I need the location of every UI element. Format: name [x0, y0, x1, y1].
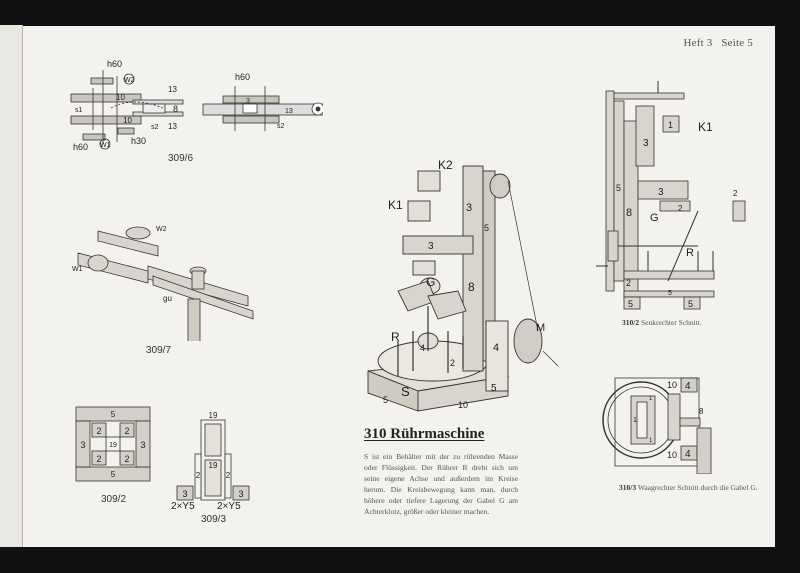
label-k1: K1	[698, 120, 713, 134]
figure-309-3-label: 309/3	[201, 514, 227, 525]
figure-310-2-drawing: 3 1 K1 5 3 8 G 2 2 R 2 5 5 5	[596, 81, 746, 310]
label-h30: h30	[131, 136, 146, 146]
label-13-top: 13	[168, 85, 177, 94]
label-2-tl: 2	[96, 426, 101, 436]
label-1: 1	[668, 120, 673, 130]
figure-310-3-number: 310/3	[619, 483, 637, 492]
label-4-top: 4	[685, 381, 691, 392]
label-5-right: 5	[688, 299, 693, 309]
label-2-br: 2	[124, 454, 129, 464]
label-10-bottom: 10	[123, 116, 132, 125]
label-1-bottom: 1	[649, 438, 653, 444]
book-page: Heft 3 Seite 5	[23, 26, 775, 547]
label-2xy5-right: 2×Y5	[217, 501, 241, 512]
label-w1: W1	[72, 266, 83, 273]
figure-309-6-drawing: h60 W2 13 10 s1 8 10 s2 13 h60 W1 h30 h6…	[70, 59, 323, 152]
figure-310-drawing: K2 K1 3 3 5 G 8 R 4 2 S M 4 5 10 5	[367, 158, 558, 412]
figure-309-7-drawing: W2 W1 gu	[72, 226, 254, 341]
label-5-side: 5	[616, 183, 621, 193]
label-s2: s2	[151, 124, 159, 131]
label-5-plate: 5	[668, 290, 672, 297]
label-13-right: 13	[285, 108, 293, 115]
label-13-bottom: 13	[168, 122, 177, 131]
label-s: S	[401, 384, 410, 399]
label-5-right: 5	[491, 383, 497, 394]
label-4: 4	[420, 343, 425, 353]
label-10-top: 10	[116, 93, 125, 102]
label-5-upright: 5	[484, 223, 489, 233]
label-8: 8	[468, 280, 475, 294]
label-2-base: 2	[626, 278, 631, 288]
article-title: 310 Rührmaschine	[364, 426, 485, 442]
label-5-top: 5	[111, 410, 116, 419]
label-5-base: 5	[383, 395, 388, 405]
figure-310-3-caption: 310/3 Waagrechter Schnitt durch die Gabe…	[619, 483, 758, 492]
label-3-left: 3	[182, 489, 187, 499]
label-3-top: 3	[643, 138, 649, 149]
label-k2: K2	[438, 158, 453, 172]
label-8: 8	[173, 104, 178, 114]
label-3-mid: 3	[658, 187, 664, 198]
page-header: Heft 3 Seite 5	[683, 37, 753, 49]
article-body: S ist ein Behälter mit der zu rührenden …	[364, 452, 518, 516]
label-h60-bottom: h60	[73, 142, 88, 152]
label-h60-top: h60	[107, 59, 122, 69]
label-5-bottom: 5	[111, 470, 116, 479]
label-3: 3	[246, 98, 250, 105]
label-3-mid: 3	[428, 241, 434, 252]
label-10-top: 10	[667, 380, 677, 390]
label-k1: K1	[388, 198, 403, 212]
label-3-left: 3	[80, 440, 85, 450]
label-2: 2	[450, 358, 455, 368]
label-3-top: 3	[466, 202, 472, 214]
label-1-top: 1	[649, 396, 653, 402]
label-m: M	[536, 322, 545, 334]
label-r: R	[686, 247, 694, 259]
label-h60-right: h60	[235, 72, 250, 82]
label-19: 19	[109, 442, 117, 449]
label-19-mid: 19	[209, 461, 218, 470]
label-g: G	[426, 275, 435, 289]
label-s2-right: s2	[277, 123, 285, 130]
label-gu: gu	[163, 294, 172, 303]
label-8: 8	[699, 407, 704, 416]
label-2xy5-left: 2×Y5	[171, 501, 195, 512]
label-s1: s1	[75, 107, 83, 114]
figure-310-3-drawing: 10 4 1 1 8 1 10 4	[602, 377, 712, 474]
figure-310-2-caption: 310/2 Senkrechter Schnitt.	[622, 318, 702, 327]
figure-309-6-label: 309/6	[168, 153, 194, 164]
label-2-fork: 2	[678, 204, 683, 213]
label-5-left: 5	[628, 299, 633, 309]
label-2-right: 2	[226, 471, 231, 480]
label-w1: W1	[100, 142, 111, 149]
label-4-block: 4	[493, 342, 499, 354]
figure-310-3-caption-text: Waagrechter Schnitt durch die Gabel G.	[637, 483, 758, 492]
label-2-right: 2	[733, 189, 738, 198]
label-3-right: 3	[140, 440, 145, 450]
label-1-mid: 1	[633, 417, 637, 424]
figure-309-3-drawing: 19 19 2 2 3 3	[176, 411, 250, 501]
figure-310-2-caption-text: Senkrechter Schnitt.	[640, 318, 702, 327]
label-w2: W2	[124, 77, 135, 84]
label-10-bottom: 10	[667, 450, 677, 460]
label-g: G	[650, 212, 659, 224]
label-3-right: 3	[238, 489, 243, 499]
label-w2: W2	[156, 226, 167, 233]
previous-page-edge	[0, 25, 23, 547]
label-r: R	[391, 330, 400, 344]
figure-309-2-drawing: 5 2 2 3 19 3 2 2 5	[75, 406, 151, 482]
figure-310-2-number: 310/2	[622, 318, 640, 327]
label-19-top: 19	[209, 411, 218, 420]
label-10: 10	[458, 400, 468, 410]
label-8: 8	[626, 207, 632, 219]
label-4-bottom: 4	[685, 449, 691, 460]
label-2-left: 2	[196, 471, 201, 480]
label-2-bl: 2	[96, 454, 101, 464]
label-2-tr: 2	[124, 426, 129, 436]
figure-309-7-label: 309/7	[146, 345, 172, 356]
figure-309-2-label: 309/2	[101, 494, 127, 505]
